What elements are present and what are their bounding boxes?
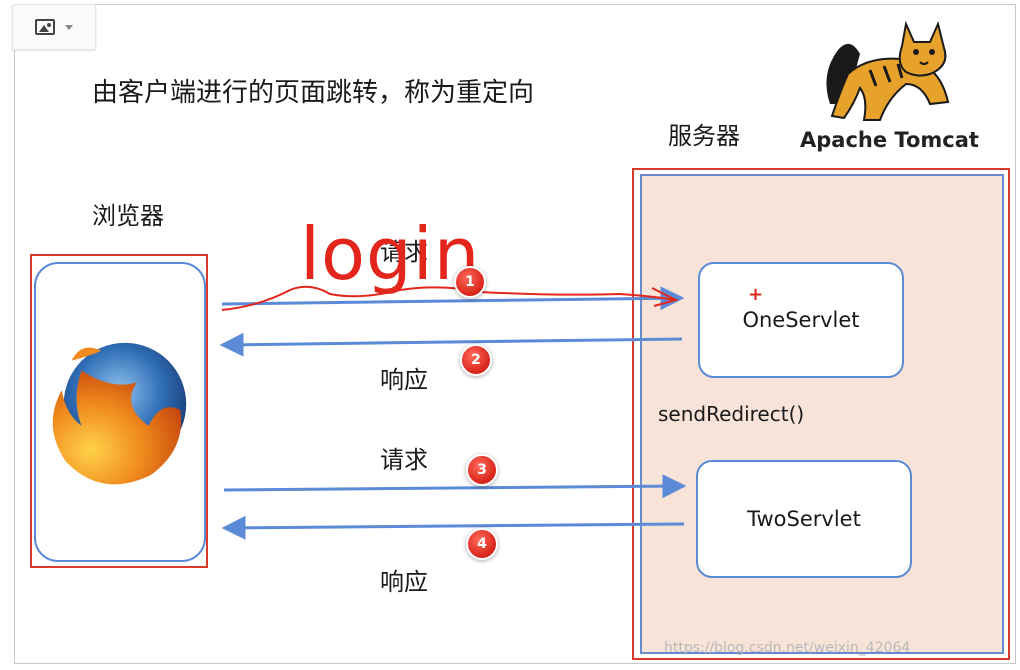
response-arrow-2: [221, 515, 685, 540]
step-badge-4: 4: [466, 528, 498, 560]
step-badge-1: 1: [454, 266, 486, 298]
slide-heading: 由客户端进行的页面跳转，称为重定向: [92, 78, 535, 108]
browser-label: 浏览器: [92, 202, 164, 230]
server-highlight-box: [632, 168, 1010, 660]
step-badge-2: 2: [460, 344, 492, 376]
plus-mark: +: [748, 284, 764, 305]
step-badge-3: 3: [466, 454, 498, 486]
firefox-logo-icon: [52, 342, 187, 485]
image-icon[interactable]: [35, 19, 55, 35]
watermark: https://blog.csdn.net/weixin_42064: [664, 640, 911, 656]
handwritten-arrowhead: [651, 287, 679, 307]
tomcat-logo-icon: [826, 20, 950, 121]
response-arrow-1: [219, 332, 683, 357]
send-redirect-label: sendRedirect(): [658, 402, 805, 426]
browser-highlight-box: [30, 254, 208, 568]
response-label-2: 响应: [380, 568, 428, 596]
request-arrow-2: [223, 474, 687, 499]
two-servlet-box: TwoServlet: [696, 460, 912, 578]
request-arrow-1: [221, 286, 685, 311]
dropdown-caret-icon[interactable]: [65, 24, 73, 30]
browser-box: [34, 262, 206, 562]
login-annotation: login: [300, 212, 481, 296]
response-label-1: 响应: [380, 366, 428, 394]
request-label-1: 请求: [380, 238, 428, 266]
request-label-2: 请求: [380, 446, 428, 474]
handwritten-request-stroke: [221, 285, 677, 311]
tomcat-label: Apache Tomcat: [800, 128, 979, 152]
image-toolbar[interactable]: [12, 4, 96, 50]
server-label: 服务器: [668, 122, 740, 150]
one-servlet-box: OneServlet: [698, 262, 904, 378]
